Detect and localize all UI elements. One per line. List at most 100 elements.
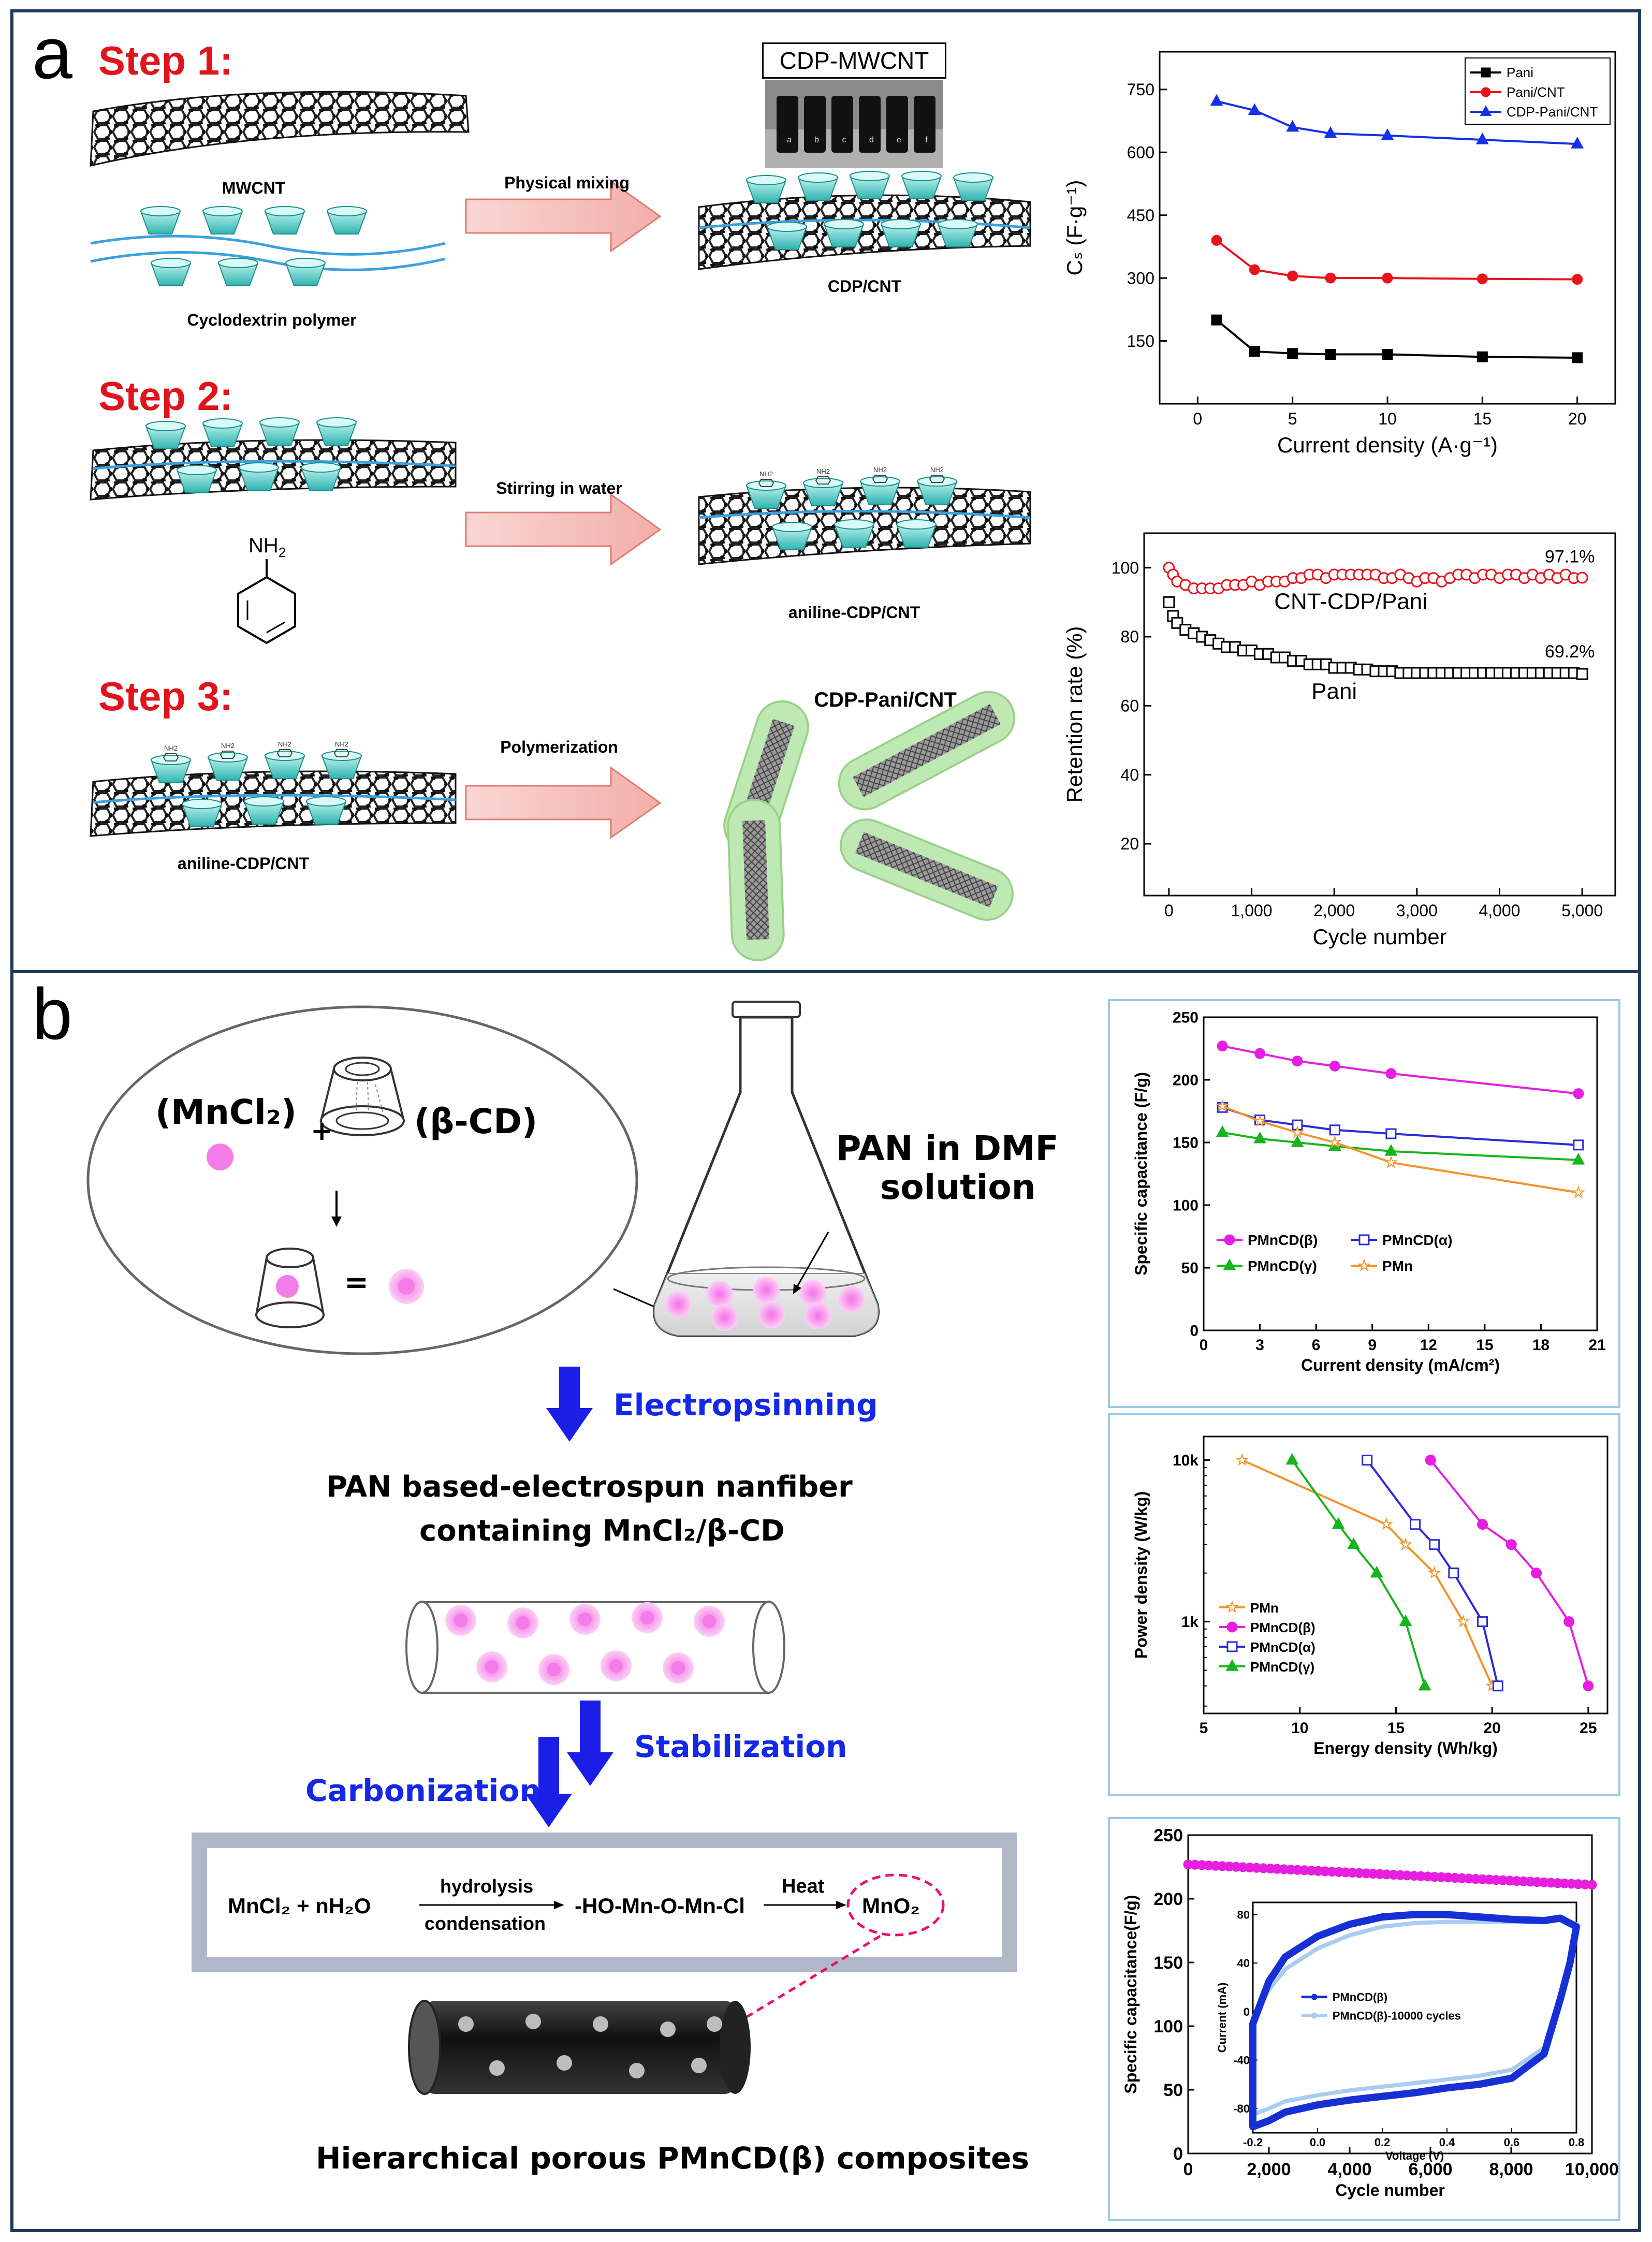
data-point [1325,272,1336,284]
data-point [1571,1185,1585,1198]
data-point [1410,1519,1421,1530]
y-tick-label: 60 [1120,697,1139,715]
y-tick-label: 450 [1127,206,1154,225]
stirring-label: Stirring in water [496,479,622,497]
data-point [1563,1616,1575,1628]
series-line [1222,1131,1578,1161]
inset-x-tick-label: 0.4 [1439,2136,1455,2149]
data-point [1448,1567,1459,1579]
data-point [1370,1565,1383,1578]
x-tick-label: 3 [1255,1337,1264,1354]
physical-mixing-label: Physical mixing [504,173,630,192]
x-tick-label: 8,000 [1489,2160,1533,2179]
x-axis-label: Current density (A·g⁻¹) [1277,433,1498,457]
x-tick-label: 12 [1420,1337,1437,1354]
data-point [1253,1131,1267,1144]
reaction-heat: Heat [782,1875,825,1897]
data-point [1531,1567,1542,1579]
inset-y-tick-label: -80 [1233,2102,1250,2115]
x-tick-label: 15 [1387,1720,1405,1737]
plus-sign: + [311,1116,333,1147]
x-tick-label: 5 [1288,409,1297,428]
data-point [1399,1537,1412,1550]
carbonization-label: Carbonization [305,1773,541,1808]
data-point [1572,1152,1585,1165]
y-axis-label: Specific capacitance (F/g) [1132,1072,1150,1276]
x-tick-label: 15 [1473,409,1492,428]
legend-marker [1224,1234,1235,1245]
aniline-nh2-label: NH2 [248,534,286,560]
data-point [1217,1041,1228,1052]
data-point [1576,668,1588,680]
x-tick-label: 6,000 [1408,2160,1452,2179]
step2-title: Step 2: [98,373,233,419]
chart-frame-ragone [1108,1413,1620,1796]
data-point [1477,1519,1488,1530]
flask-label-2: solution [880,1167,1036,1207]
annotation-69-2: 69.2% [1545,642,1595,662]
reaction-product: MnO₂ [862,1894,920,1918]
data-point [1347,1537,1361,1549]
x-tick-label: 6 [1312,1337,1321,1354]
data-point [1477,1616,1488,1628]
annotation-cnt-cdp-pani: CNT-CDP/Pani [1274,589,1427,614]
y-tick-label: 0 [1190,1323,1198,1340]
y-tick-label: 1k [1181,1614,1199,1631]
x-tick-label: 21 [1588,1337,1605,1354]
series-line [1366,1459,1499,1687]
electrospinning-label: Electropsinning [613,1387,878,1423]
series-line [1291,1459,1426,1687]
series-line [1429,1459,1589,1687]
x-tick-label: 3,000 [1396,901,1438,920]
inset-y-axis-label: Current (mA) [1216,1983,1229,2053]
data-point [1385,1128,1397,1139]
data-point [1380,1517,1393,1530]
reaction-condensation: condensation [425,1913,546,1934]
reaction-reactant: MnCl₂ + nH₂O [228,1894,371,1918]
inset-x-tick-label: 0.6 [1504,2136,1520,2149]
data-point [1427,1566,1441,1579]
legend-marker [1226,1621,1238,1633]
cdp-pani-cnt-label: CDP-Pani/CNT [814,688,957,711]
x-tick-label: 25 [1580,1720,1597,1737]
data-point [1583,1680,1594,1692]
flask-label-1: PAN in DMF [836,1129,1059,1168]
annotation-pani: Pani [1311,679,1357,704]
data-point [1572,352,1583,363]
y-tick-label: 250 [1173,1009,1198,1027]
data-point [1384,1155,1398,1168]
data-point [1216,1099,1230,1112]
aniline-cdp-cnt-label-step3: aniline-CDP/CNT [177,854,310,873]
annotation-97-1: 97.1% [1545,547,1595,567]
cyclodextrin-polymer-label: Cyclodextrin polymer [187,311,357,329]
data-point [1249,346,1260,357]
x-axis-label: Cycle number [1335,2181,1445,2200]
x-tick-label: 0 [1200,1337,1208,1354]
data-point [1362,1455,1373,1466]
y-tick-label: 600 [1127,143,1154,162]
data-point [1324,126,1337,138]
data-point [1385,1068,1397,1079]
x-tick-label: 15 [1476,1337,1493,1354]
data-point [1505,1539,1517,1550]
x-tick-label: 20 [1483,1720,1500,1737]
x-tick-label: 10 [1291,1720,1308,1737]
fiber-text-2: containing MnCl₂/β-CD [419,1514,785,1548]
inset-x-axis-label: Voltage (V) [1385,2149,1444,2162]
legend-label: Pani [1507,65,1533,80]
data-point [1325,348,1336,360]
data-point [1285,1453,1299,1465]
y-tick-label: 200 [1153,1889,1183,1909]
x-tick-label: 9 [1368,1337,1377,1354]
inset-x-tick-label: -0.2 [1243,2136,1263,2149]
cdp-cnt-label: CDP/CNT [827,277,902,296]
stabilization-label: Stabilization [634,1729,847,1764]
data-point [1249,264,1260,275]
inset-x-tick-label: 0.8 [1569,2136,1585,2149]
x-tick-label: 4,000 [1327,2160,1371,2179]
x-axis-label: Current density (mA/cm²) [1301,1356,1500,1374]
panel-a-letter: a [32,12,72,94]
series-line [1216,239,1577,281]
legend-label: Pani/CNT [1507,84,1565,100]
panel-b-letter: b [32,973,72,1054]
